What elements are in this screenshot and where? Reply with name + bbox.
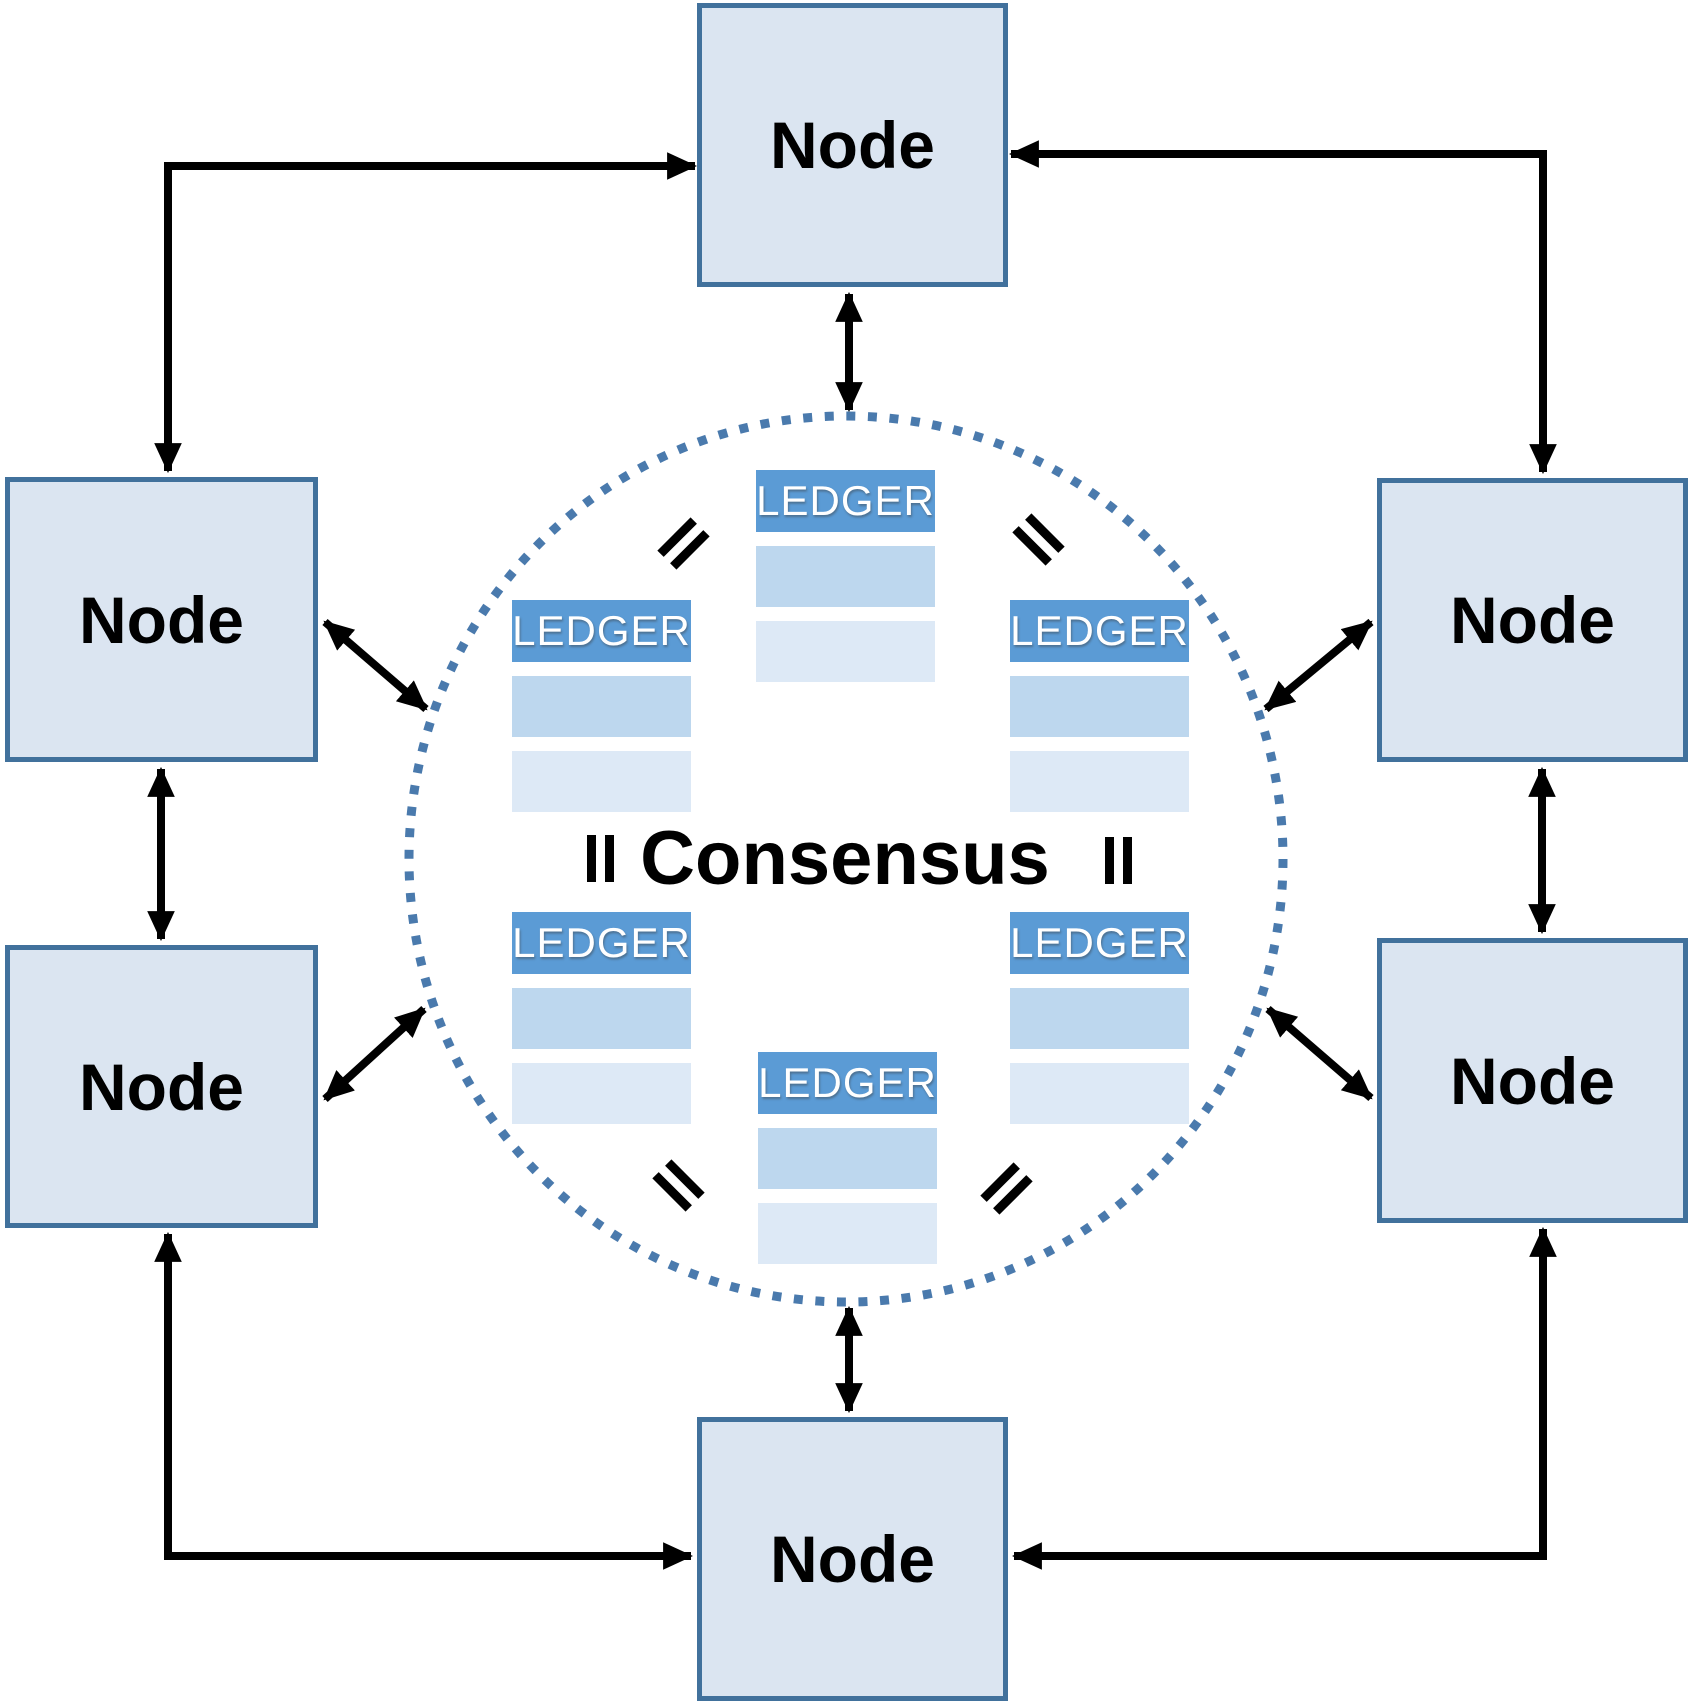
ledger-block-right: LEDGER [1010, 600, 1189, 812]
arrow-topnode-rightupper [1008, 140, 1557, 475]
arrow-topnode-leftupper [154, 152, 698, 474]
node-label: Node [1450, 1043, 1615, 1118]
ledger-header: LEDGER [756, 470, 935, 532]
ledger-block-bottom-right: LEDGER [1010, 912, 1189, 1124]
ledger-block-bottom: LEDGER [758, 1052, 937, 1264]
node-box-right-upper: Node [1377, 478, 1688, 762]
node-label: Node [770, 108, 935, 182]
arrow-leftupper-circle [322, 618, 429, 713]
node-label: Node [79, 1049, 244, 1124]
ledger-header: LEDGER [1010, 600, 1189, 662]
ledger-row [512, 1063, 691, 1124]
ledger-header: LEDGER [512, 912, 691, 974]
ledger-header: LEDGER [758, 1052, 937, 1114]
ledger-row [1010, 751, 1189, 812]
node-box-left-lower: Node [5, 945, 318, 1228]
ledger-row [1010, 988, 1189, 1049]
ledger-row [758, 1128, 937, 1189]
consensus-circle [404, 411, 1288, 1307]
node-box-left-upper: Node [5, 477, 318, 762]
arrow-rightupper-circle [1263, 618, 1374, 713]
ledger-row [512, 988, 691, 1049]
equals-icon-mid-left [587, 835, 614, 882]
consensus-label: Consensus [640, 815, 1050, 901]
ledger-row [1010, 676, 1189, 737]
node-box-bottom: Node [697, 1417, 1008, 1701]
node-label: Node [1450, 583, 1615, 657]
ledger-header: LEDGER [1010, 912, 1189, 974]
ledger-row [1010, 1063, 1189, 1124]
ledger-row [758, 1203, 937, 1264]
ledger-row [512, 751, 691, 812]
arrow-bottomnode-leftlower [154, 1231, 694, 1570]
node-box-top: Node [697, 3, 1008, 287]
arrow-rightlower-circle [1265, 1005, 1374, 1102]
ledger-block-top: LEDGER [756, 470, 935, 682]
ledger-row [512, 676, 691, 737]
ledger-header: LEDGER [512, 600, 691, 662]
arrow-bottomnode-rightlower [1011, 1226, 1557, 1570]
node-box-right-lower: Node [1377, 938, 1688, 1223]
node-label: Node [79, 582, 244, 657]
ledger-block-left: LEDGER [512, 600, 691, 812]
arrow-leftlower-circle [322, 1006, 427, 1102]
equals-icon-mid-right [1105, 837, 1132, 884]
ledger-block-bottom-left: LEDGER [512, 912, 691, 1124]
node-label: Node [770, 1522, 935, 1596]
ledger-row [756, 621, 935, 682]
ledger-row [756, 546, 935, 607]
